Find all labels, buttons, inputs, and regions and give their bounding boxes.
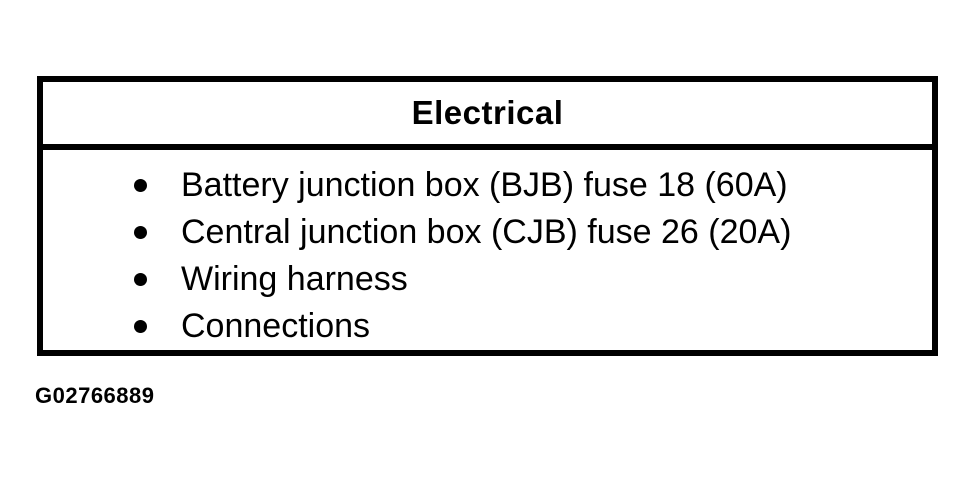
list-item: Wiring harness	[43, 256, 932, 303]
list-item-text: Battery junction box (BJB) fuse 18 (60A)	[181, 166, 788, 204]
bullet-icon	[134, 320, 147, 333]
figure-id-caption: G02766889	[35, 383, 155, 408]
bullet-icon	[134, 179, 147, 192]
list-item: Central junction box (CJB) fuse 26 (20A)	[43, 209, 932, 256]
list-item: Battery junction box (BJB) fuse 18 (60A)	[43, 162, 932, 209]
bullet-icon	[134, 273, 147, 286]
list-item-text: Central junction box (CJB) fuse 26 (20A)	[181, 213, 792, 251]
list-item-text: Wiring harness	[181, 260, 408, 298]
component-list: Battery junction box (BJB) fuse 18 (60A)…	[43, 162, 932, 350]
bullet-icon	[134, 226, 147, 239]
list-item: Connections	[43, 303, 932, 350]
table-header: Electrical	[43, 82, 932, 150]
table-body: Battery junction box (BJB) fuse 18 (60A)…	[43, 150, 932, 350]
list-item-text: Connections	[181, 307, 371, 345]
electrical-table: Electrical Battery junction box (BJB) fu…	[37, 76, 938, 356]
